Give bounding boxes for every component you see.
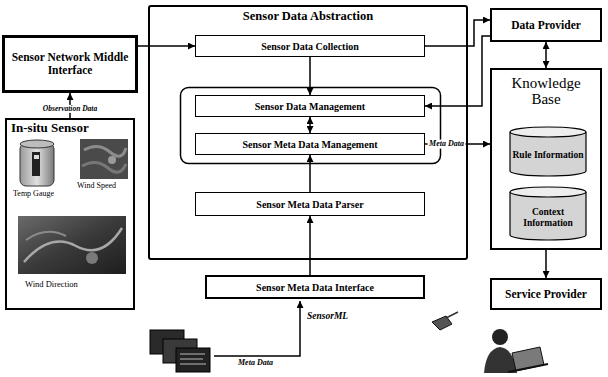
flow-label: Meta Data [236, 359, 275, 368]
box-label: Sensor Data Collection [258, 41, 362, 52]
box-label: Sensor Meta Data Parser [253, 199, 366, 210]
user-figure [432, 312, 548, 373]
group-outline [181, 88, 441, 164]
module-box: Sensor Data AbstractionSensor Data Colle… [148, 5, 468, 260]
connector-arrow [545, 42, 547, 68]
document-stack [150, 330, 210, 372]
process-box: Sensor Meta Data Parser [195, 192, 425, 216]
interface-box: Sensor Meta Data Interface [205, 275, 425, 299]
process-box: Sensor Data Management [195, 95, 425, 117]
box-label: Rule Information [510, 141, 587, 160]
cylinder-body [510, 192, 586, 240]
temp-gauge-picture [20, 140, 54, 186]
caption-text: Wind Direction [25, 280, 78, 289]
box-label: Data Provider [508, 19, 584, 32]
connector-arrow [309, 57, 311, 95]
box-label: Context Information [509, 198, 587, 228]
provider-box: Service Provider [490, 278, 602, 310]
caption-text: Temp Gauge [13, 190, 54, 199]
connector-arrow [309, 117, 311, 133]
box-label: Sensor Data Management [252, 101, 368, 112]
box-label: In-situ Sensor [11, 121, 89, 135]
flow-label: SensorML [305, 311, 350, 321]
database-cylinder: Rule Information [509, 125, 587, 177]
database-cylinder: Context Information [509, 185, 587, 241]
box-label: Sensor Data Abstraction [150, 7, 466, 24]
interface-box: Sensor Network Middle Interface [2, 35, 138, 93]
connector-arrow [425, 36, 490, 106]
box-label: Sensor Meta Data Management [239, 139, 380, 150]
connector-arrow [138, 45, 195, 47]
box-label: Service Provider [502, 288, 590, 301]
wind-direction-picture [18, 216, 126, 274]
connector-arrow [425, 20, 490, 46]
provider-box: Data Provider [490, 8, 602, 42]
knowledge-base: Knowledge BaseRule InformationContext In… [490, 68, 602, 250]
edge-label: Observation Data [41, 104, 99, 112]
cylinder-top [510, 187, 586, 197]
caption-text: Wind Speed [77, 182, 116, 191]
connector-arrow [309, 155, 311, 192]
process-box: Sensor Data Collection [195, 35, 425, 57]
box-label: Sensor Network Middle Interface [5, 51, 135, 76]
sensor-panel: In-situ SensorTemp Gauge Wind SpeedWind D… [5, 118, 135, 310]
metadata-arrow [214, 301, 300, 356]
edge-label: Meta Data [427, 140, 466, 149]
box-label: Sensor Meta Data Interface [253, 282, 377, 293]
box-label: Knowledge Base [492, 70, 600, 108]
cylinder-body [510, 132, 586, 176]
wind-speed-picture [80, 139, 128, 179]
connector-arrow [309, 216, 311, 275]
process-box: Sensor Meta Data Management [195, 133, 425, 155]
connector-arrow [545, 250, 547, 278]
cylinder-top [510, 127, 586, 137]
